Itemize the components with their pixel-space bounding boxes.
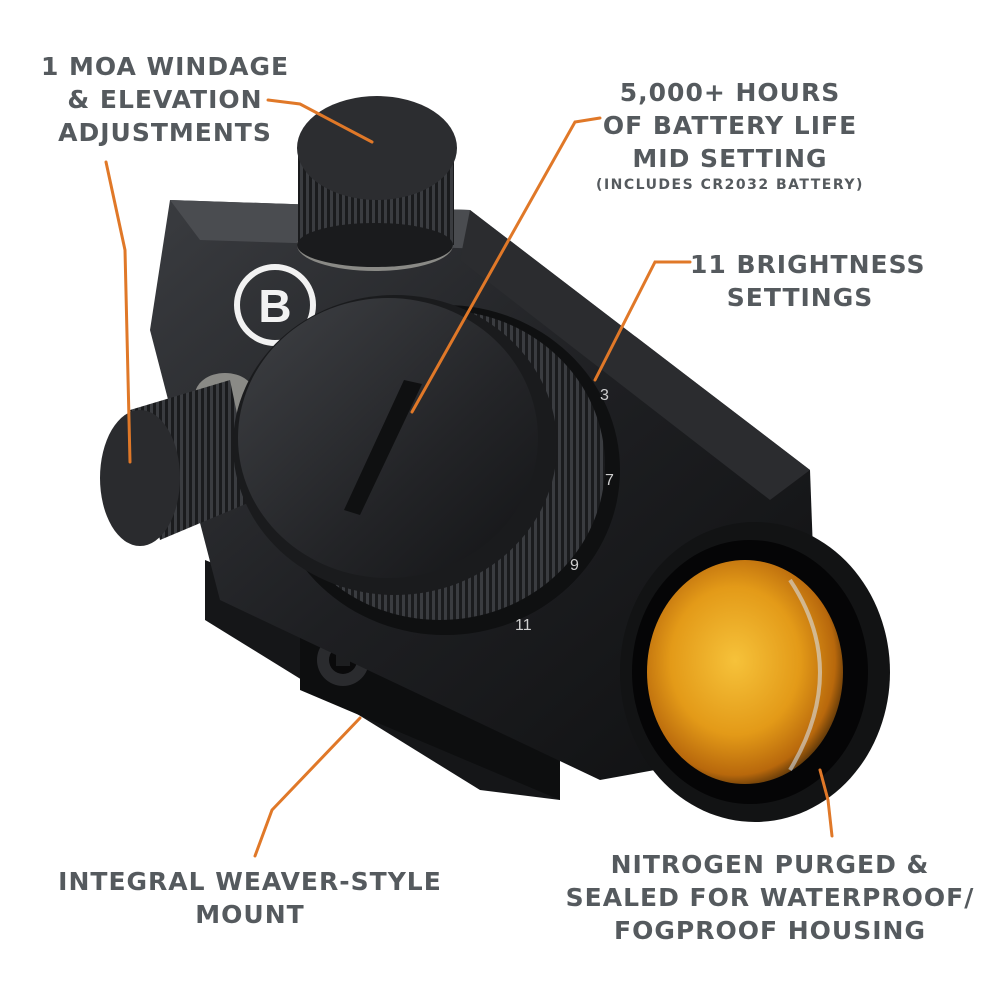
callout-line: NITROGEN PURGED & [610, 850, 930, 879]
callout-note: (INCLUDES CR2032 BATTERY) [596, 177, 864, 193]
callout-line: MID SETTING [632, 144, 828, 173]
callout-line: 1 MOA WINDAGE [40, 52, 290, 81]
callout-line: MOUNT [195, 900, 305, 929]
callout-line: OF BATTERY LIFE [602, 111, 858, 140]
callout-nitrogen-housing: NITROGEN PURGED & SEALED FOR WATERPROOF/… [560, 848, 980, 947]
callout-windage-elevation: 1 MOA WINDAGE & ELEVATION ADJUSTMENTS [40, 50, 290, 149]
callout-brightness: 11 BRIGHTNESS SETTINGS [690, 248, 926, 314]
callout-line: INTEGRAL WEAVER-STYLE [58, 867, 442, 896]
callout-line: SETTINGS [726, 283, 874, 312]
callout-line: SEALED FOR WATERPROOF/ [565, 883, 975, 912]
callout-line: 11 BRIGHTNESS [690, 250, 926, 279]
callout-battery-life: 5,000+ HOURS OF BATTERY LIFE MID SETTING… [570, 76, 890, 196]
callout-line: ADJUSTMENTS [58, 118, 272, 147]
callout-line: & ELEVATION [67, 85, 263, 114]
objective-lens [620, 522, 890, 822]
svg-text:7: 7 [605, 472, 614, 489]
callout-line: 5,000+ HOURS [619, 78, 841, 107]
battery-cap [233, 295, 557, 595]
callout-weaver-mount: INTEGRAL WEAVER-STYLE MOUNT [50, 865, 450, 931]
svg-text:B: B [258, 280, 291, 332]
callout-line: FOGPROOF HOUSING [614, 916, 926, 945]
svg-text:9: 9 [570, 557, 579, 574]
svg-text:11: 11 [515, 617, 532, 634]
brand-logo: B [234, 264, 316, 346]
svg-text:3: 3 [600, 387, 609, 404]
elevation-turret [297, 96, 457, 271]
